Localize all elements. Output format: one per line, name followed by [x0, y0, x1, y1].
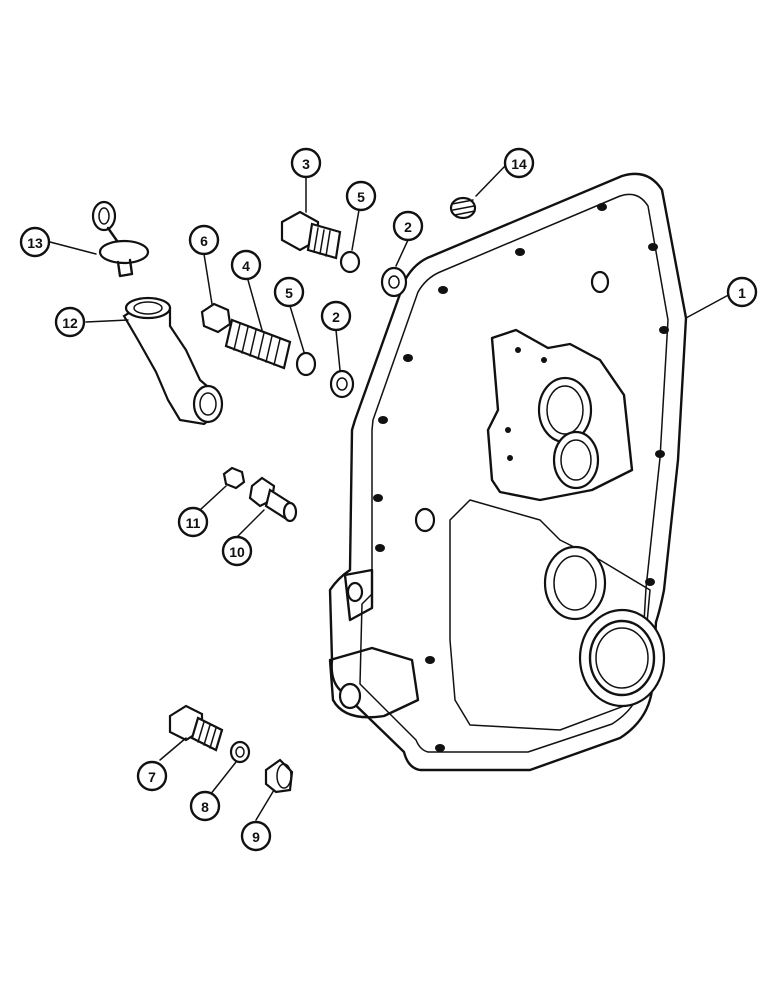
callout-c1: 1: [726, 276, 758, 308]
housing-cover: [328, 172, 688, 772]
callout-number: 4: [242, 258, 250, 274]
nut-part: [200, 302, 232, 334]
callout-c2b: 2: [320, 300, 352, 332]
callout-c6: 6: [188, 224, 220, 256]
callout-c12: 12: [54, 306, 86, 338]
callout-circle: [503, 147, 535, 179]
flat-washer-upper: [380, 266, 408, 298]
callout-number: 10: [229, 544, 245, 560]
callout-c7: 7: [136, 760, 168, 792]
plug-part: [449, 196, 477, 220]
callout-number: 5: [285, 285, 293, 301]
fitting-part: [248, 476, 298, 523]
callout-number: 11: [186, 515, 201, 531]
callout-c3: 3: [290, 147, 322, 179]
stud-part: [224, 318, 292, 370]
elbow-tube-part: [122, 296, 224, 426]
callout-c8: 8: [189, 790, 221, 822]
bolt-part: [280, 210, 342, 260]
callout-circle: [221, 535, 253, 567]
callout-circle: [177, 506, 209, 538]
callout-number: 7: [148, 769, 156, 785]
lower-washer-part: [229, 740, 251, 764]
callout-c9: 9: [240, 820, 272, 852]
callout-circle: [230, 249, 262, 281]
flat-washer-lower: [329, 369, 355, 399]
callout-c11: 11: [177, 506, 209, 538]
small-nut-part: [222, 466, 246, 490]
callout-circle: [19, 226, 51, 258]
callout-number: 6: [200, 233, 208, 249]
lower-bolt-part: [168, 704, 224, 752]
callout-circle: [136, 760, 168, 792]
spacer-bushing-part: [264, 758, 294, 794]
callout-c5b: 5: [273, 276, 305, 308]
callout-number: 5: [357, 189, 365, 205]
callout-circle: [273, 276, 305, 308]
callout-number: 3: [302, 156, 310, 172]
leader-lines: [49, 165, 735, 821]
callout-c10: 10: [221, 535, 253, 567]
dipstick-cap-part: [91, 200, 150, 278]
callout-number: 2: [332, 309, 340, 325]
callout-circle: [54, 306, 86, 338]
callout-number: 8: [201, 799, 209, 815]
callout-circle: [189, 790, 221, 822]
callout-number: 14: [511, 156, 527, 172]
lock-washer-lower: [295, 351, 317, 377]
callout-circle: [240, 820, 272, 852]
callout-circle: [726, 276, 758, 308]
callout-circle: [320, 300, 352, 332]
callout-circle: [188, 224, 220, 256]
callout-c5a: 5: [345, 180, 377, 212]
callout-circle: [345, 180, 377, 212]
callout-c2a: 2: [392, 210, 424, 242]
callout-c13: 13: [19, 226, 51, 258]
callout-number: 9: [252, 829, 260, 845]
callout-number: 13: [27, 235, 43, 251]
lock-washer-upper: [339, 250, 361, 274]
callout-number: 12: [62, 315, 78, 331]
callout-number: 2: [404, 219, 412, 235]
callout-c4: 4: [230, 249, 262, 281]
callout-c14: 14: [503, 147, 535, 179]
callout-circle: [392, 210, 424, 242]
callout-circle: [290, 147, 322, 179]
callout-number: 1: [738, 285, 746, 301]
